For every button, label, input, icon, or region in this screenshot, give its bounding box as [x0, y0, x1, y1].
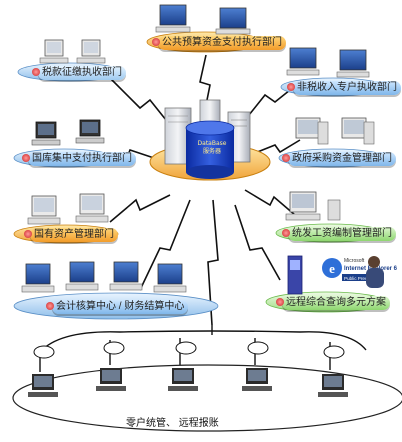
computer-icon — [28, 374, 58, 397]
svg-text:e: e — [329, 261, 335, 276]
node-assets-label: 国有资产管理部门 — [24, 228, 118, 242]
link-payroll — [244, 189, 296, 216]
computer-icon — [155, 4, 251, 35]
database-label-line1: DataBase — [197, 140, 227, 147]
node-top-label: 公共预算资金支付执行部门 — [152, 36, 286, 50]
node-procurement-label: 政府采购资金管理部门 — [282, 152, 396, 166]
link-procurement — [249, 139, 301, 156]
computer-icon — [21, 261, 187, 293]
link-accounting — [139, 199, 191, 291]
bottom-caption: 零户统管、 远程报账 — [126, 418, 219, 429]
link-assets — [109, 194, 171, 223]
node-treasury-label: 国库集中支付执行部门 — [22, 152, 136, 166]
client-computers — [28, 368, 348, 397]
computer-icon — [168, 368, 198, 391]
link-nontax — [244, 81, 301, 121]
link-remote — [234, 204, 281, 281]
database-icon — [185, 120, 235, 179]
ie-badge: e Microsoft Internet Explorer 6 Public P… — [322, 258, 398, 281]
connector-lines — [94, 54, 301, 326]
node-payroll-label: 统发工资编制管理部门 — [282, 227, 396, 241]
bus-nodes — [33, 341, 345, 359]
computer-icon — [31, 119, 105, 146]
computer-icon — [286, 47, 370, 78]
computer-icon — [96, 368, 126, 391]
database-label: DataBase 服务器 — [190, 140, 234, 156]
link-bottom — [207, 199, 219, 326]
person-icon — [366, 256, 384, 288]
kiosk-icon — [287, 255, 303, 295]
ie-edition: Public Preview — [344, 276, 375, 281]
node-nontax-label: 非税收入专户执收部门 — [287, 81, 401, 95]
database-label-line2: 服务器 — [202, 148, 221, 155]
node-tax-label: 税款征缴执收部门 — [32, 66, 126, 80]
computer-icon — [295, 117, 375, 145]
computer-icon — [242, 368, 272, 391]
link-tax — [109, 77, 171, 126]
node-remote-label: 远程综合查询多元方案 — [276, 296, 390, 310]
node-accounting-label: 会计核算中心 / 财务结算中心 — [45, 300, 189, 314]
link-top — [199, 54, 211, 111]
computer-icon — [39, 39, 106, 64]
ie-brand: Microsoft — [344, 258, 365, 264]
computer-icon — [285, 191, 341, 221]
computer-icon — [27, 193, 109, 225]
computer-icon — [318, 374, 348, 397]
